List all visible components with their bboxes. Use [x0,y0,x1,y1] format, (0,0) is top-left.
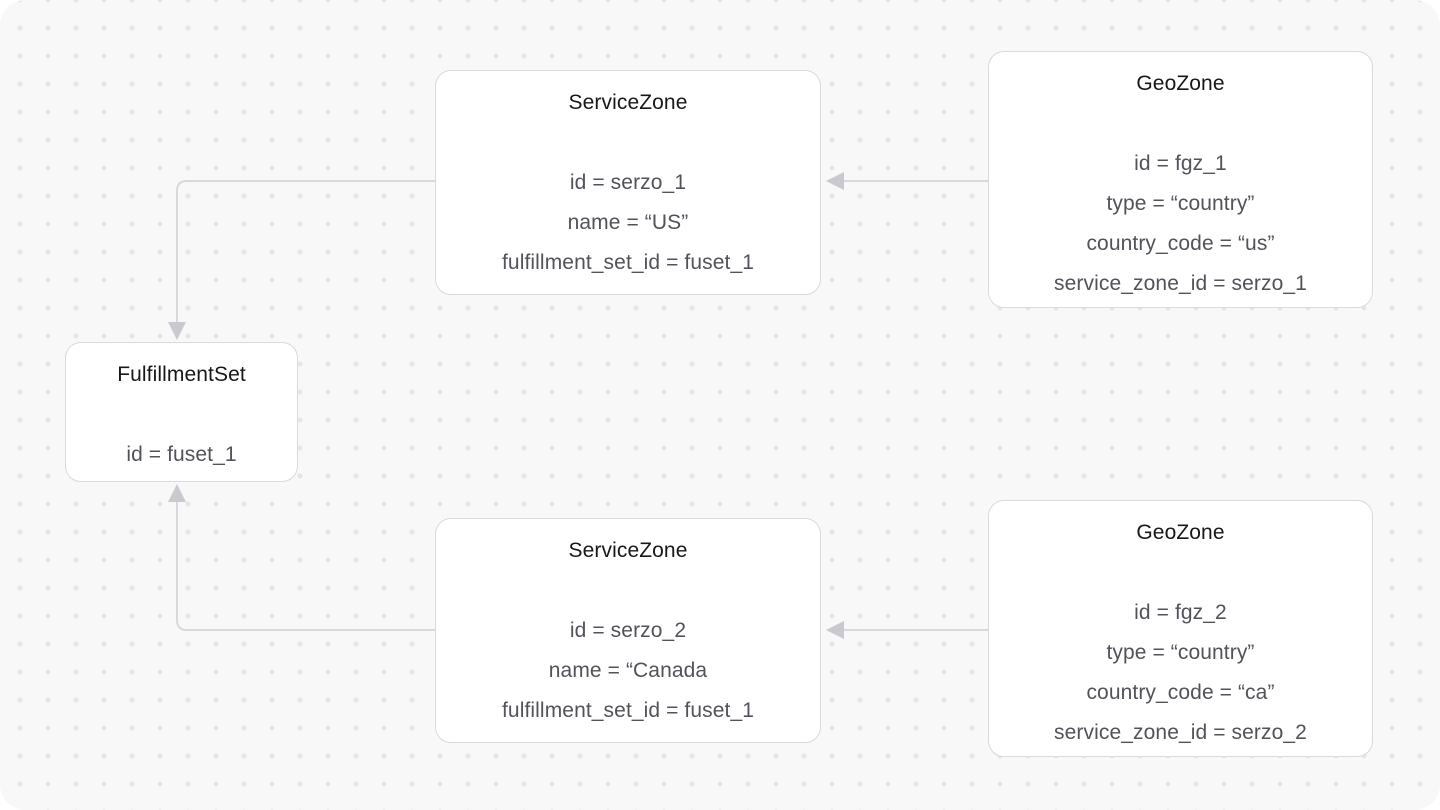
arrowhead-left-icon [826,621,844,639]
arrowhead-down-icon [168,322,186,340]
node-attribute: id = serzo_2 [569,619,687,642]
node-title: ServiceZone [568,539,688,562]
node-attribute: id = fgz_1 [1134,152,1227,175]
node-geo-zone-canada: GeoZone id = fgz_2 type = “country” coun… [988,500,1373,757]
node-attributes: id = serzo_2 name = “Canada fulfillment_… [436,611,820,731]
node-geo-zone-us: GeoZone id = fgz_1 type = “country” coun… [988,51,1373,308]
node-attribute: type = “country” [1106,192,1255,215]
node-attribute: country_code = “us” [1086,232,1275,255]
node-attribute: fulfillment_set_id = fuset_1 [501,251,755,274]
node-title: ServiceZone [568,91,688,114]
node-fulfillment-set: FulfillmentSet id = fuset_1 [65,342,298,482]
node-attribute: id = serzo_1 [569,171,687,194]
node-attributes: id = fgz_2 type = “country” country_code… [989,593,1372,753]
arrowhead-left-icon [826,172,844,190]
node-attribute: type = “country” [1106,641,1255,664]
arrowhead-up-icon [168,484,186,502]
node-attributes: id = serzo_1 name = “US” fulfillment_set… [436,163,820,283]
node-title: GeoZone [1136,72,1225,95]
node-service-zone-us: ServiceZone id = serzo_1 name = “US” ful… [435,70,821,295]
node-attributes: id = fgz_1 type = “country” country_code… [989,144,1372,304]
node-attribute: fulfillment_set_id = fuset_1 [501,699,755,722]
node-attribute: name = “Canada [548,659,708,682]
node-attribute: name = “US” [567,211,689,234]
edge-servicezone-us-to-fulfillmentset [176,180,435,324]
node-attributes: id = fuset_1 [66,435,297,475]
node-attribute: service_zone_id = serzo_1 [1054,272,1307,295]
edge-servicezone-ca-to-fulfillmentset [176,500,435,631]
node-attribute: country_code = “ca” [1086,681,1275,704]
node-title: FulfillmentSet [117,363,246,386]
node-title: GeoZone [1136,521,1225,544]
node-attribute: id = fuset_1 [126,443,237,466]
node-service-zone-canada: ServiceZone id = serzo_2 name = “Canada … [435,518,821,743]
node-attribute: service_zone_id = serzo_2 [1054,721,1307,744]
node-attribute: id = fgz_2 [1134,601,1227,624]
